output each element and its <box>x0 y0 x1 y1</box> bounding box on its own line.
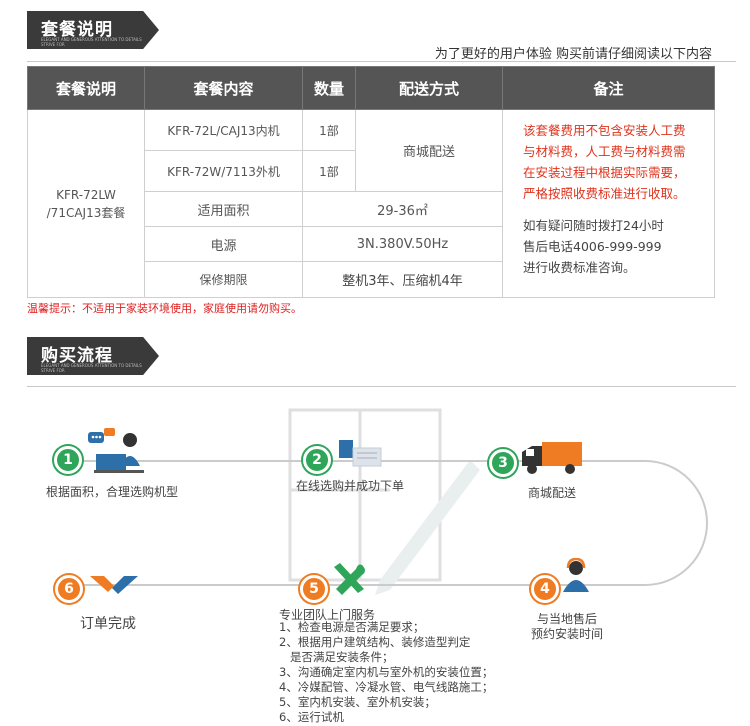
spec-value: 整机3年、压缩机4年 <box>302 261 503 298</box>
item-name: KFR-72W/7113外机 <box>144 150 303 192</box>
table-row: KFR-72W/7113外机 1部 <box>28 150 715 192</box>
service-item: 2、根据用户建筑结构、装修造型判定 <box>279 635 471 649</box>
table-row: 电源 3N.380V.50Hz <box>28 226 715 262</box>
service-item: 5、室内机安装、室外机安装； <box>279 695 436 709</box>
item-qty: 1部 <box>302 150 356 192</box>
handshake-icon <box>90 576 138 594</box>
step-label: 专业团队上门服务 <box>279 608 376 622</box>
step-label: 订单完成 <box>80 616 136 632</box>
customer-service-icon <box>88 428 144 473</box>
col-header: 备注 <box>502 66 715 110</box>
section-title: 购买流程 <box>41 346 113 366</box>
package-table: 套餐说明 套餐内容 数量 配送方式 备注 KFR-72LW /71CAJ13套餐… <box>27 66 715 298</box>
step-label: 在线选购并成功下单 <box>296 479 405 493</box>
col-header: 套餐内容 <box>144 66 303 110</box>
table-row: 适用面积 29-36㎡ <box>28 191 715 227</box>
step-number: 5 <box>300 575 328 603</box>
delivery-truck-icon <box>522 442 582 474</box>
section-title: 套餐说明 <box>41 20 113 40</box>
service-item: 是否满足安装条件； <box>279 650 394 664</box>
step-number: 3 <box>489 449 517 477</box>
package-name: KFR-72LW <box>56 187 116 202</box>
contact-line: 如有疑问随时拨打24小时 <box>523 218 664 233</box>
step-number: 4 <box>531 575 559 603</box>
service-item: 1、检查电源是否满足要求； <box>279 620 425 634</box>
flow-curve <box>62 460 708 586</box>
order-form-icon <box>339 440 382 467</box>
service-item: 3、沟通确定室内机与室外机的安装位置； <box>279 665 494 679</box>
contact-line: 进行收费标准咨询。 <box>523 260 636 275</box>
blueprint-decoration <box>288 408 480 595</box>
spec-label: 适用面积 <box>144 191 303 227</box>
delivery-method: 商城配送 <box>355 109 503 192</box>
service-agent-icon <box>563 558 589 592</box>
section-banner-package: 套餐说明 ELEGANT AND GENEROUS ATTENTION TO D… <box>27 11 159 49</box>
warm-tip: 温馨提示：不适用于家装环境使用，家庭使用请勿购买。 <box>27 302 302 315</box>
contact-block: 如有疑问随时拨打24小时 售后电话4006-999-999 进行收费标准咨询。 <box>523 215 706 278</box>
step-label: 根据面积，合理选购机型 <box>46 485 179 499</box>
divider <box>27 61 736 62</box>
spec-label: 保修期限 <box>144 261 303 298</box>
remark-line: 与材料费，人工费与材料费需 <box>523 144 686 159</box>
step-label: 预约安装时间 <box>531 627 604 641</box>
spec-value: 29-36㎡ <box>302 191 503 227</box>
remarks-cell: 该套餐费用不包含安装人工费 与材料费，人工费与材料费需 在安装过程中根据实际需要… <box>502 109 715 298</box>
purchase-notice: 为了更好的用户体验 购买前请仔细阅读以下内容 <box>434 47 712 62</box>
table-row: KFR-72LW /71CAJ13套餐 KFR-72L/CAJ13内机 1部 商… <box>27 109 715 298</box>
table-header-row: 套餐说明 套餐内容 数量 配送方式 备注 <box>27 66 715 110</box>
remark-line: 在安装过程中根据实际需要， <box>523 165 686 180</box>
col-header: 数量 <box>302 66 356 110</box>
contact-line: 售后电话4006-999-999 <box>523 239 662 254</box>
service-item: 6、运行试机 <box>279 710 344 724</box>
package-name: /71CAJ13套餐 <box>46 205 126 220</box>
col-header: 套餐说明 <box>27 66 145 110</box>
item-name: KFR-72L/CAJ13内机 <box>144 109 303 151</box>
tools-icon <box>334 563 365 595</box>
divider <box>27 386 736 387</box>
service-item: 4、冷媒配管、冷凝水管、电气线路施工； <box>279 680 494 694</box>
col-header: 配送方式 <box>355 66 503 110</box>
section-subtitle: ELEGANT AND GENEROUS ATTENTION TO DETAIL… <box>41 37 142 47</box>
remark-line: 严格按照收费标准进行收取。 <box>523 186 686 201</box>
step-label: 与当地售后 <box>537 612 598 626</box>
service-list: 1、检查电源是否满足要求； 2、根据用户建筑结构、装修造型判定 是否满足安装条件… <box>279 620 493 725</box>
spec-value: 3N.380V.50Hz <box>302 226 503 262</box>
item-qty: 1部 <box>302 109 356 151</box>
step-number: 2 <box>303 446 331 474</box>
spec-label: 电源 <box>144 226 303 262</box>
step-number: 6 <box>55 575 83 603</box>
section-banner-process: 购买流程 ELEGANT AND GENEROUS ATTENTION TO D… <box>27 337 159 375</box>
package-name-cell: KFR-72LW /71CAJ13套餐 <box>27 109 145 298</box>
step-label: 商城配送 <box>528 486 577 500</box>
remark-line: 该套餐费用不包含安装人工费 <box>523 123 686 138</box>
step-number: 1 <box>54 446 82 474</box>
table-row: 保修期限 整机3年、压缩机4年 <box>28 261 715 298</box>
section-subtitle: ELEGANT AND GENEROUS ATTENTION TO DETAIL… <box>41 363 142 373</box>
